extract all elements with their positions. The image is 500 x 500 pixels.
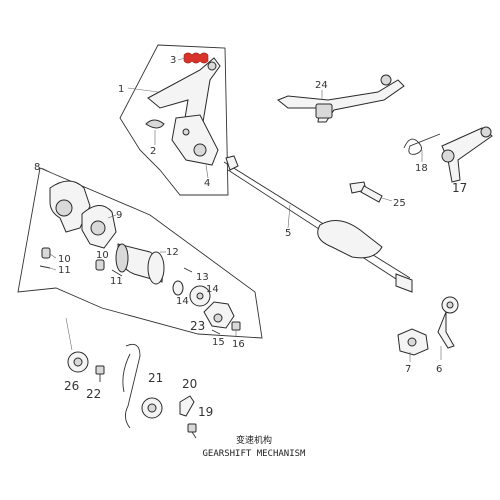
part-12-shift-drum: [115, 243, 166, 285]
part-11-clip: [39, 265, 57, 271]
part-6-stopper-arm: [437, 296, 459, 360]
part-16-bolt: [231, 321, 241, 336]
part-3-spring: [177, 52, 209, 64]
part-2-clip: [145, 119, 165, 145]
part-14-plate: [189, 285, 211, 307]
label-11-left: 11: [58, 265, 71, 276]
label-16: 16: [232, 339, 245, 350]
part-14-washer: [172, 280, 184, 296]
label-14-upper: 14: [176, 296, 189, 307]
part-9-shift-fork-b: [81, 205, 117, 249]
label-24: 24: [315, 80, 328, 91]
part-25-bolt: [349, 181, 393, 203]
label-20: 20: [182, 377, 197, 391]
label-7: 7: [405, 364, 411, 375]
part-17-shift-lever: [441, 126, 493, 183]
label-26: 26: [64, 379, 79, 393]
part-11-clip-b: [111, 269, 123, 277]
part-23-star-plate: [203, 301, 235, 329]
part-22-bolt: [95, 365, 105, 382]
part-15-pin: [211, 329, 221, 335]
part-4-plate: [171, 114, 219, 179]
drum-group-outline: [17, 167, 263, 339]
part-20-bracket: [179, 395, 195, 417]
label-9: 9: [116, 210, 122, 221]
part-9-shift-fork: [49, 180, 91, 233]
label-21: 21: [148, 371, 163, 385]
label-17: 17: [452, 181, 467, 195]
label-12: 12: [166, 247, 179, 258]
label-2: 2: [150, 146, 156, 157]
shift-arm-group-outline: [119, 44, 229, 196]
part-24-pedal-linkage: [277, 74, 405, 123]
label-25: 25: [393, 198, 406, 209]
caption-english: GEARSHIFT MECHANISM: [203, 449, 307, 459]
label-19: 19: [198, 405, 213, 419]
label-5: 5: [285, 228, 291, 239]
label-23: 23: [190, 319, 205, 333]
label-10-left: 10: [58, 254, 71, 265]
caption-chinese: 变速机构: [236, 434, 272, 446]
label-4: 4: [204, 178, 210, 189]
label-15: 15: [212, 337, 225, 348]
part-7-star-cam: [397, 328, 429, 362]
label-14-lower: 14: [206, 284, 219, 295]
label-6: 6: [436, 364, 442, 375]
part-18-spring: [403, 133, 441, 162]
label-22: 22: [86, 387, 101, 401]
part-10-pin-b: [95, 259, 105, 271]
label-18: 18: [415, 163, 428, 174]
label-1: 1: [118, 84, 124, 95]
part-19-screw: [187, 423, 197, 439]
label-11-mid: 11: [110, 276, 123, 287]
label-3: 3: [170, 55, 176, 66]
part-5-shift-shaft: [223, 155, 413, 293]
part-10-pin: [41, 247, 57, 259]
label-10-mid: 10: [96, 250, 109, 261]
label-13: 13: [196, 272, 209, 283]
part-21-switch: [122, 343, 163, 429]
label-8: 8: [34, 162, 40, 173]
part-26-seal: [67, 351, 89, 373]
part-13-pin: [183, 267, 193, 273]
